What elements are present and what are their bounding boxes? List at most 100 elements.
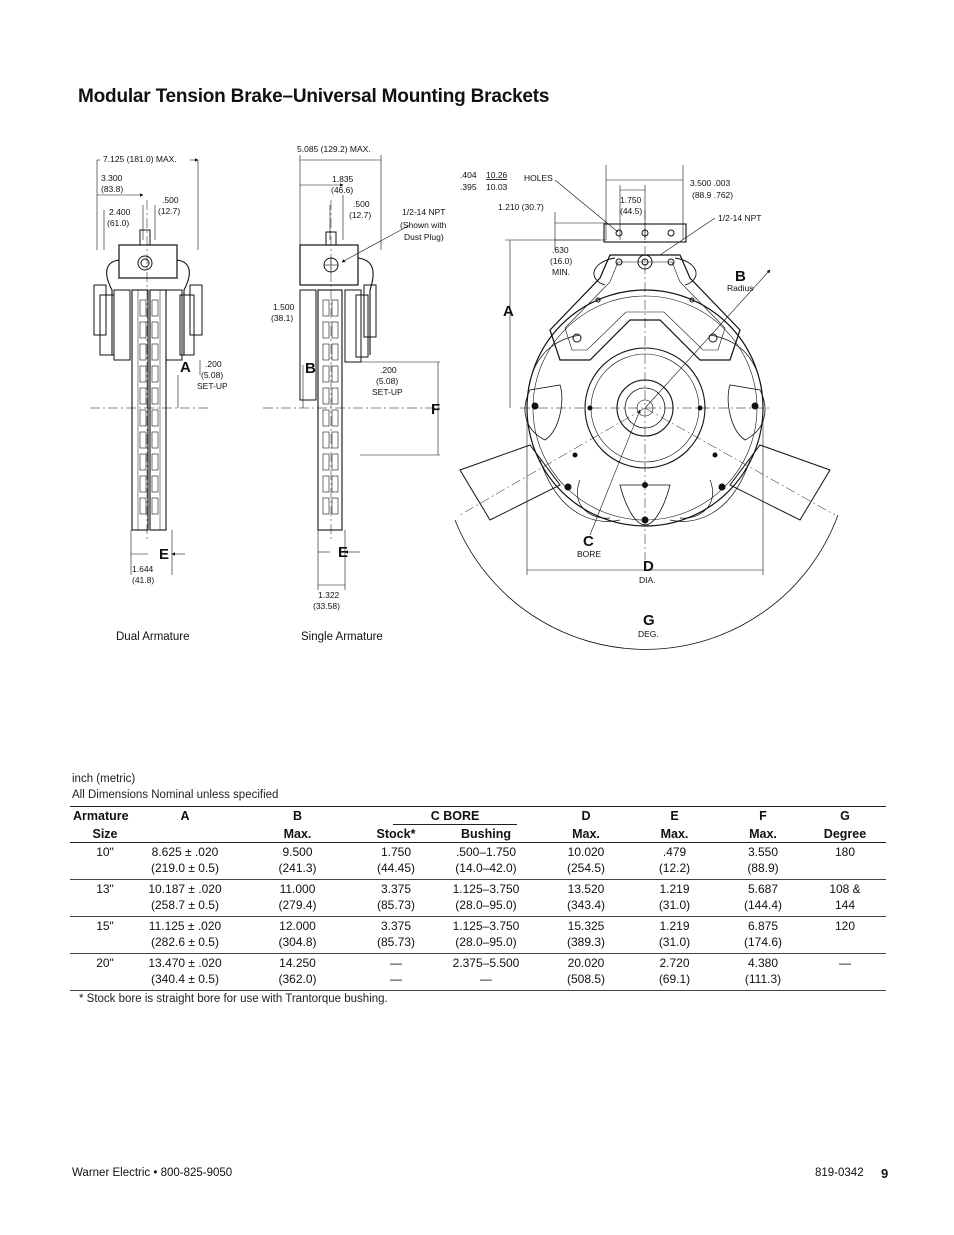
units-label: inch (metric): [72, 773, 136, 785]
cell-a-in: 11.125 ± .020: [148, 919, 222, 933]
header-cbore: C BORE: [365, 806, 545, 825]
cell-f: 3.550(88.9): [722, 843, 804, 880]
cell-stock-mm: (85.73): [376, 934, 416, 949]
cell-b-mm: (362.0): [278, 971, 317, 986]
single-setup: .200: [380, 365, 397, 375]
dual-setup-label: SET-UP: [197, 381, 228, 391]
cell-size: 20": [96, 956, 114, 970]
front-hole-metric: 10.26: [486, 170, 508, 180]
cell-bushing: .500–1.750(14.0–42.0): [427, 843, 545, 880]
cell-e-mm: (12.2): [658, 860, 691, 875]
front-radius: Radius: [727, 283, 753, 293]
dual-dim-3300-metric: (83.8): [101, 184, 123, 194]
cell-f-mm: (174.6): [743, 934, 783, 949]
cell-d-in: 13.520: [567, 882, 605, 896]
front-bore: BORE: [577, 549, 601, 559]
cell-a: 13.470 ± .020(340.4 ± 0.5): [140, 954, 230, 991]
cell-stock: ——: [365, 954, 427, 991]
cell-a-mm: (282.6 ± 0.5): [151, 934, 219, 949]
cell-a: 11.125 ± .020(282.6 ± 0.5): [140, 917, 230, 954]
cell-bushing-mm: (28.0–95.0): [455, 934, 517, 949]
single-dim-1322: 1.322: [318, 590, 340, 600]
front-hole-dim-2: .395: [460, 182, 477, 192]
single-npt-note: (Shown with: [400, 220, 447, 230]
dual-dim-1644: 1.644: [132, 564, 154, 574]
cell-e-in: .479: [662, 845, 687, 859]
dual-caption: Dual Armature: [116, 631, 190, 643]
front-holes-label: HOLES: [524, 173, 553, 183]
cell-stock-in: 3.375: [380, 882, 412, 896]
cell-e-mm: (31.0): [658, 934, 691, 949]
cell-stock-in: 3.375: [380, 919, 412, 933]
cell-d-mm: (389.3): [566, 934, 606, 949]
cell-a: 8.625 ± .020(219.0 ± 0.5): [140, 843, 230, 880]
header-bushing: Bushing: [427, 825, 545, 843]
cell-b: 14.250(362.0): [230, 954, 365, 991]
front-dim-3500-metric: (88.9 .762): [692, 190, 733, 200]
cell-size: 13": [96, 882, 114, 896]
front-dim-630: .630: [552, 245, 569, 255]
header-b-max: Max.: [230, 825, 365, 843]
cell-g-1: 180: [834, 845, 856, 859]
front-dim-1750-metric: (44.5): [620, 206, 642, 216]
header-armature: Armature: [70, 806, 140, 825]
cell-a-in: 10.187 ± .020: [148, 882, 222, 896]
front-dim-630-min: MIN.: [552, 267, 570, 277]
cell-d-mm: (254.5): [566, 860, 606, 875]
cell-f-mm: (111.3): [744, 971, 782, 986]
cell-e: 2.720(69.1): [627, 954, 722, 991]
cell-b-mm: (279.4): [278, 897, 317, 912]
single-dim-1835-metric: (46.6): [331, 185, 353, 195]
table-header-row-2: Size Max. Stock* Bushing Max. Max. Max. …: [70, 825, 886, 843]
cell-stock: 1.750(44.45): [365, 843, 427, 880]
header-cbore-label: C BORE: [393, 808, 517, 825]
single-armature-labels: 5.085 (129.2) MAX. 1.835 (46.6) .500 (12…: [271, 144, 447, 643]
cell-e-in: 1.219: [659, 919, 690, 933]
cell-d-mm: (343.4): [566, 897, 606, 912]
header-g-degree: Degree: [804, 825, 886, 843]
front-deg: DEG.: [638, 629, 659, 639]
cell-f: 6.875(174.6): [722, 917, 804, 954]
cell-f-mm: (144.4): [743, 897, 783, 912]
table-row: 20" 13.470 ± .020(340.4 ± 0.5) 14.250(36…: [70, 954, 886, 991]
cell-g: 180: [804, 843, 886, 880]
front-letter-b: B: [735, 268, 746, 285]
dual-setup-metric: (5.08): [201, 370, 223, 380]
cell-stock-mm: (44.45): [376, 860, 416, 875]
cell-a-in: 8.625 ± .020: [151, 845, 219, 859]
dual-dim-1644-metric: (41.8): [132, 575, 154, 585]
cell-stock-mm: (85.73): [376, 897, 416, 912]
front-letter-c: C: [583, 533, 594, 550]
cell-f-mm: (88.9): [747, 860, 779, 875]
front-dim-630-metric: (16.0): [550, 256, 572, 266]
table-header-row: Armature A B C BORE D E F G: [70, 806, 886, 825]
cell-b: 9.500(241.3): [230, 843, 365, 880]
header-e-max: Max.: [627, 825, 722, 843]
cell-stock: 3.375(85.73): [365, 880, 427, 917]
cell-bushing-mm: (14.0–42.0): [455, 860, 517, 875]
cell-bushing: 2.375–5.500—: [427, 954, 545, 991]
single-setup-metric: (5.08): [376, 376, 398, 386]
cell-e-mm: (31.0): [658, 897, 691, 912]
header-a-blank: [140, 825, 230, 843]
cell-f-in: 4.380: [747, 956, 779, 970]
cell-f: 4.380(111.3): [722, 954, 804, 991]
cell-bushing-mm: (28.0–95.0): [455, 897, 517, 912]
cell-g: —: [804, 954, 886, 991]
cell-f: 5.687(144.4): [722, 880, 804, 917]
front-letter-g: G: [643, 612, 655, 629]
cell-d-in: 20.020: [567, 956, 605, 970]
cell-stock-in: 1.750: [380, 845, 412, 859]
cell-e: 1.219(31.0): [627, 880, 722, 917]
single-letter-e: E: [338, 544, 348, 561]
table-row: 15" 11.125 ± .020(282.6 ± 0.5) 12.000(30…: [70, 917, 886, 954]
technical-drawing: 7.125 (181.0) MAX. 3.300 (83.8) .500 (12…: [90, 144, 839, 650]
dual-armature-labels: 7.125 (181.0) MAX. 3.300 (83.8) .500 (12…: [101, 154, 228, 643]
single-dim-500: .500: [353, 199, 370, 209]
footnote: * Stock bore is straight bore for use wi…: [79, 993, 388, 1005]
single-armature-view: [263, 155, 440, 590]
page-title: Modular Tension Brake–Universal Mounting…: [78, 86, 550, 107]
cell-a-mm: (219.0 ± 0.5): [151, 860, 219, 875]
cell-d: 10.020(254.5): [545, 843, 627, 880]
cell-bushing-in: 1.125–3.750: [452, 882, 520, 896]
